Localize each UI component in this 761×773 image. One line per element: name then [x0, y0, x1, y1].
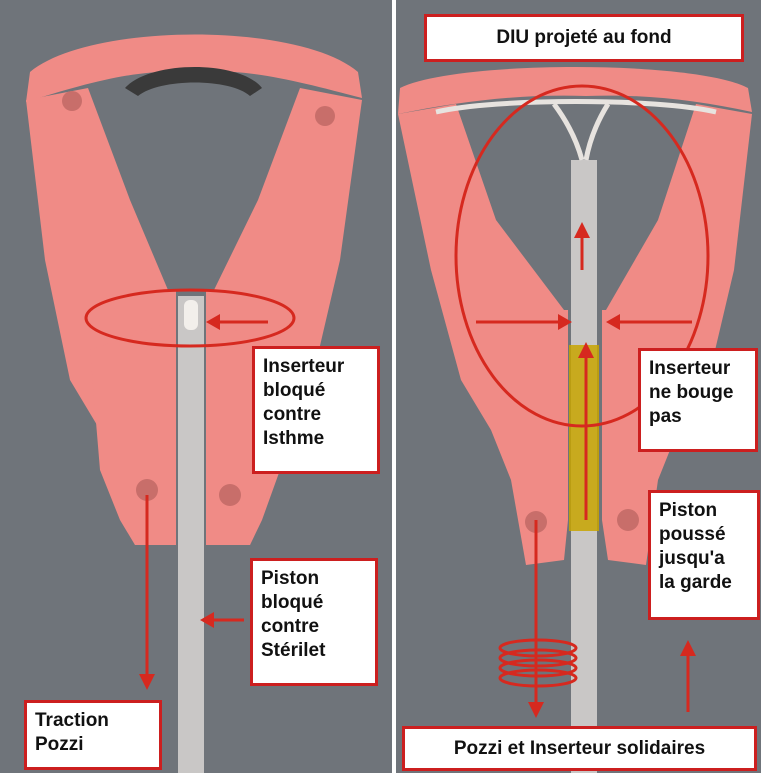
left-hinge-hole [315, 106, 335, 126]
left-inserter-tube [178, 296, 204, 773]
right-handle-hole [617, 509, 639, 531]
label-inserter-blocked: Inserteur bloqué contre Isthme [252, 346, 380, 474]
right-panel: DIU projeté au fond Inserteur ne bouge p… [396, 0, 761, 773]
label-iud-title: DIU projeté au fond [424, 14, 744, 62]
left-hinge-hole [62, 91, 82, 111]
label-traction: Traction Pozzi [24, 700, 162, 770]
label-bottom-caption: Pozzi et Inserteur solidaires [402, 726, 757, 771]
piston-highlight [569, 345, 599, 531]
left-handle-hole [219, 484, 241, 506]
left-panel: Inserteur bloqué contre Isthme Piston bl… [0, 0, 392, 773]
label-piston-blocked: Piston bloqué contre Stérilet [250, 558, 378, 686]
left-iud-tip [184, 300, 198, 330]
label-inserter-still: Inserteur ne bouge pas [638, 348, 758, 452]
label-piston-pushed: Piston poussé jusqu'a la garde [648, 490, 760, 620]
